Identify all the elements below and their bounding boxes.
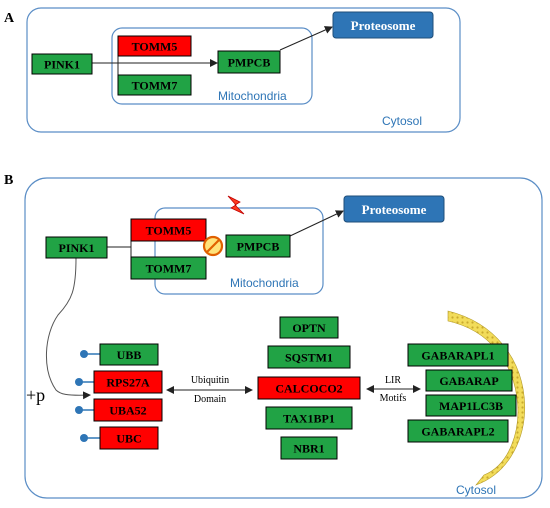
receptor-optn: OPTN xyxy=(279,316,339,339)
panel-a-proteosome-box xyxy=(332,11,434,39)
panel-a-proteosome-label: Proteosome xyxy=(351,18,416,33)
ubiquitin-lollipop-icon xyxy=(80,350,88,358)
svg-text:RPS27A: RPS27A xyxy=(106,376,150,390)
panel-b-proteosome-box xyxy=(343,195,445,223)
panel-b-tomm7-box xyxy=(130,256,207,280)
ubiquitin-domain-label-2: Domain xyxy=(194,394,226,405)
atg8-gabarapl2: GABARAPL2 xyxy=(407,419,509,443)
panel-a-pmpcb-box xyxy=(217,50,281,74)
panel-a-tomm5-box xyxy=(117,35,192,57)
panel-b-pmpcb-label: PMPCB xyxy=(237,240,280,254)
panel-a-pmpcb-label: PMPCB xyxy=(228,56,271,70)
ubiquitin-lollipop-icon xyxy=(75,406,83,414)
svg-text:OPTN: OPTN xyxy=(292,321,326,335)
atg8-gabarap: GABARAP xyxy=(425,369,513,392)
inhibit-icon xyxy=(202,235,224,257)
lir-label-2: Motifs xyxy=(380,393,407,404)
panel-b-tomm5-box xyxy=(130,218,207,242)
panel-b-pmpcb-box xyxy=(225,234,291,258)
panel-b-proteosome-label: Proteosome xyxy=(362,202,427,217)
panel-a-pink1-label: PINK1 xyxy=(44,58,80,72)
ubiquitin-domain-label-1: Ubiquitin xyxy=(191,375,229,386)
svg-text:UBC: UBC xyxy=(116,432,141,446)
panel-a-cytosol-boundary xyxy=(26,7,461,133)
svg-text:GABARAPL1: GABARAPL1 xyxy=(421,349,494,363)
panel-a-arrow-to-proteosome xyxy=(279,26,333,51)
ubiquitin-gene-uba52: UBA52 xyxy=(75,398,163,422)
panel-a-cytosol-label: Cytosol xyxy=(382,114,422,128)
svg-text:GABARAP: GABARAP xyxy=(439,374,498,388)
ubiquitin-gene-ubb: UBB xyxy=(80,343,159,366)
ubiquitin-lollipop-icon xyxy=(80,434,88,442)
receptor-sqstm1: SQSTM1 xyxy=(267,345,351,369)
panel-a-tomm7-box xyxy=(117,74,192,96)
panel-b-phosphorylation-curve xyxy=(46,257,91,400)
panel-b-mitochondria-label: Mitochondria xyxy=(230,276,299,290)
panel-b-tomm7-label: TOMM7 xyxy=(146,262,192,276)
panel-b-label: B xyxy=(4,173,13,188)
svg-text:SQSTM1: SQSTM1 xyxy=(285,351,333,365)
panel-a-tomm5-label: TOMM5 xyxy=(132,40,178,54)
svg-text:UBA52: UBA52 xyxy=(109,404,146,418)
ubiquitin-gene-rps27a: RPS27A xyxy=(75,370,163,394)
svg-text:GABARAPL2: GABARAPL2 xyxy=(421,425,494,439)
lightning-icon xyxy=(227,195,245,215)
receptor-calcoco2: CALCOCO2 xyxy=(257,376,361,400)
svg-text:NBR1: NBR1 xyxy=(293,442,324,456)
panel-b-arrow-to-proteosome xyxy=(289,210,344,237)
panel-b-mitochondria-boundary xyxy=(154,207,324,295)
svg-text:TAX1BP1: TAX1BP1 xyxy=(283,412,335,426)
panel-b-cytosol-label: Cytosol xyxy=(456,483,496,497)
lir-label-1: LIR xyxy=(385,375,401,386)
panel-b-pink1-box xyxy=(45,236,108,259)
ubiquitin-gene-ubc: UBC xyxy=(80,426,159,450)
svg-text:UBB: UBB xyxy=(117,348,142,362)
atg8-gabarapl1: GABARAPL1 xyxy=(407,343,509,367)
panel-a-mitochondria-boundary xyxy=(111,27,313,105)
receptor-nbr1: NBR1 xyxy=(280,436,338,460)
svg-text:CALCOCO2: CALCOCO2 xyxy=(275,382,342,396)
panel-b-pink1-label: PINK1 xyxy=(59,241,95,255)
svg-text:MAP1LC3B: MAP1LC3B xyxy=(439,399,503,413)
ubiquitin-lollipop-icon xyxy=(75,378,83,386)
panel-a-label: A xyxy=(4,11,15,26)
receptor-tax1bp1: TAX1BP1 xyxy=(265,406,353,430)
panel-a-mitochondria-label: Mitochondria xyxy=(218,89,287,103)
atg8-map1lc3b: MAP1LC3B xyxy=(425,394,517,417)
panel-a-pink1-box xyxy=(31,53,93,75)
panel-b-cytosol-boundary xyxy=(24,177,543,499)
phospho-label: +p xyxy=(26,385,45,405)
panel-b-tomm5-label: TOMM5 xyxy=(146,224,192,238)
panel-a-tomm7-label: TOMM7 xyxy=(132,79,178,93)
